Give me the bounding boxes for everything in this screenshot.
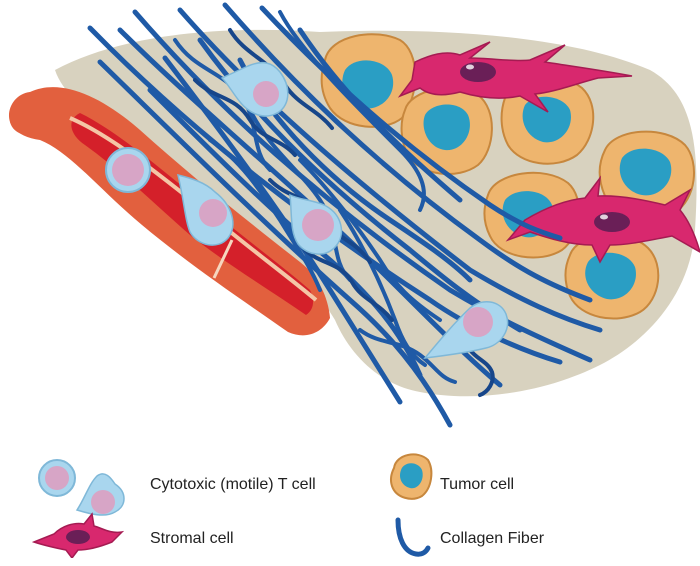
t-cell-in-vessel xyxy=(106,148,150,192)
legend-label-t-cell: Cytotoxic (motile) T cell xyxy=(150,476,316,494)
collagen-fiber-icon xyxy=(392,516,432,560)
legend-label-stromal-cell: Stromal cell xyxy=(150,530,234,548)
legend-label-tumor-cell: Tumor cell xyxy=(440,476,514,494)
tumor-microenvironment-illustration xyxy=(0,0,700,440)
vessel-end-cap xyxy=(9,92,37,134)
t-cell-icon xyxy=(35,454,135,518)
stromal-cell-icon xyxy=(32,512,124,558)
legend: Cytotoxic (motile) T cell Tumor cell Str… xyxy=(0,440,700,566)
legend-label-collagen-fiber: Collagen Fiber xyxy=(440,530,544,548)
tumor-cell-icon xyxy=(388,448,434,502)
tumor-cell xyxy=(566,235,659,318)
